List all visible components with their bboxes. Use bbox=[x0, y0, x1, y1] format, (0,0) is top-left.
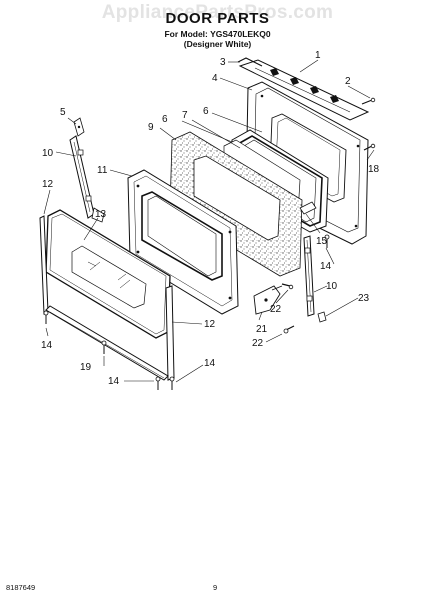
part-screw-side-bottom bbox=[169, 376, 175, 390]
callout-4: 4 bbox=[212, 73, 218, 84]
leader-lines bbox=[43, 59, 375, 383]
variant-line: (Designer White) bbox=[183, 39, 252, 49]
callout-19: 19 bbox=[80, 362, 92, 373]
part-hinge bbox=[253, 285, 283, 315]
callout-14-bottom: 14 bbox=[108, 376, 120, 387]
callout-9: 9 bbox=[148, 122, 154, 133]
page-number: 9 bbox=[213, 583, 218, 592]
part-left-hinge-channel bbox=[69, 135, 95, 219]
callout-10-right: 10 bbox=[326, 281, 338, 292]
callout-14-left: 14 bbox=[41, 340, 53, 351]
callout-13: 13 bbox=[95, 209, 107, 220]
callout-22-lower: 22 bbox=[252, 338, 264, 349]
part-top-strip bbox=[237, 57, 263, 67]
part-left-hinge-clip bbox=[73, 117, 85, 137]
model-line: For Model: YGS470LEKQ0 bbox=[164, 29, 271, 39]
part-right-side-trim bbox=[165, 285, 175, 381]
watermark: AppliancePartsPros.com bbox=[101, 2, 334, 23]
document-number: 8187649 bbox=[6, 583, 36, 592]
callout-12-left: 12 bbox=[42, 179, 54, 190]
part-hinge-screw-lower bbox=[283, 325, 295, 334]
callout-7: 7 bbox=[182, 110, 188, 121]
part-screw-right-channel bbox=[324, 234, 330, 248]
callout-14-channel: 14 bbox=[320, 261, 332, 272]
callout-14-right: 14 bbox=[204, 358, 216, 369]
part-screw-bottom-left bbox=[43, 310, 49, 324]
callout-6-upper: 6 bbox=[203, 106, 209, 117]
callout-11: 11 bbox=[97, 165, 108, 176]
callout-5: 5 bbox=[60, 107, 66, 118]
part-right-hinge-channel bbox=[303, 235, 315, 317]
callout-3: 3 bbox=[220, 57, 226, 68]
part-left-hinge-screw bbox=[91, 207, 105, 223]
part-screw-bottom-middle bbox=[101, 340, 107, 354]
part-screw-bottom-right bbox=[155, 376, 161, 390]
callout-labels: 1 2 3 4 5 6 6 7 9 10 11 12 13 12 14 14 1… bbox=[41, 50, 380, 387]
callout-12-right: 12 bbox=[204, 319, 216, 330]
callout-18: 18 bbox=[368, 164, 380, 175]
part-liner-screw bbox=[363, 143, 376, 151]
part-hinge-screw-upper bbox=[281, 283, 294, 290]
page-title: DOOR PARTS bbox=[165, 10, 270, 27]
callout-21: 21 bbox=[256, 324, 268, 335]
callout-2: 2 bbox=[345, 76, 351, 87]
part-bottom-trim bbox=[45, 305, 169, 381]
part-vent-trim bbox=[238, 59, 370, 121]
callout-10-left: 10 bbox=[42, 148, 54, 159]
part-glass-retainer bbox=[299, 201, 317, 215]
callout-23: 23 bbox=[358, 293, 370, 304]
callout-22-upper: 22 bbox=[270, 304, 282, 315]
callout-1: 1 bbox=[315, 50, 321, 61]
callout-15: 15 bbox=[316, 236, 328, 247]
callout-6-lower: 6 bbox=[162, 114, 168, 125]
part-vent-screw bbox=[361, 97, 376, 105]
part-hinge-clip bbox=[317, 311, 327, 323]
